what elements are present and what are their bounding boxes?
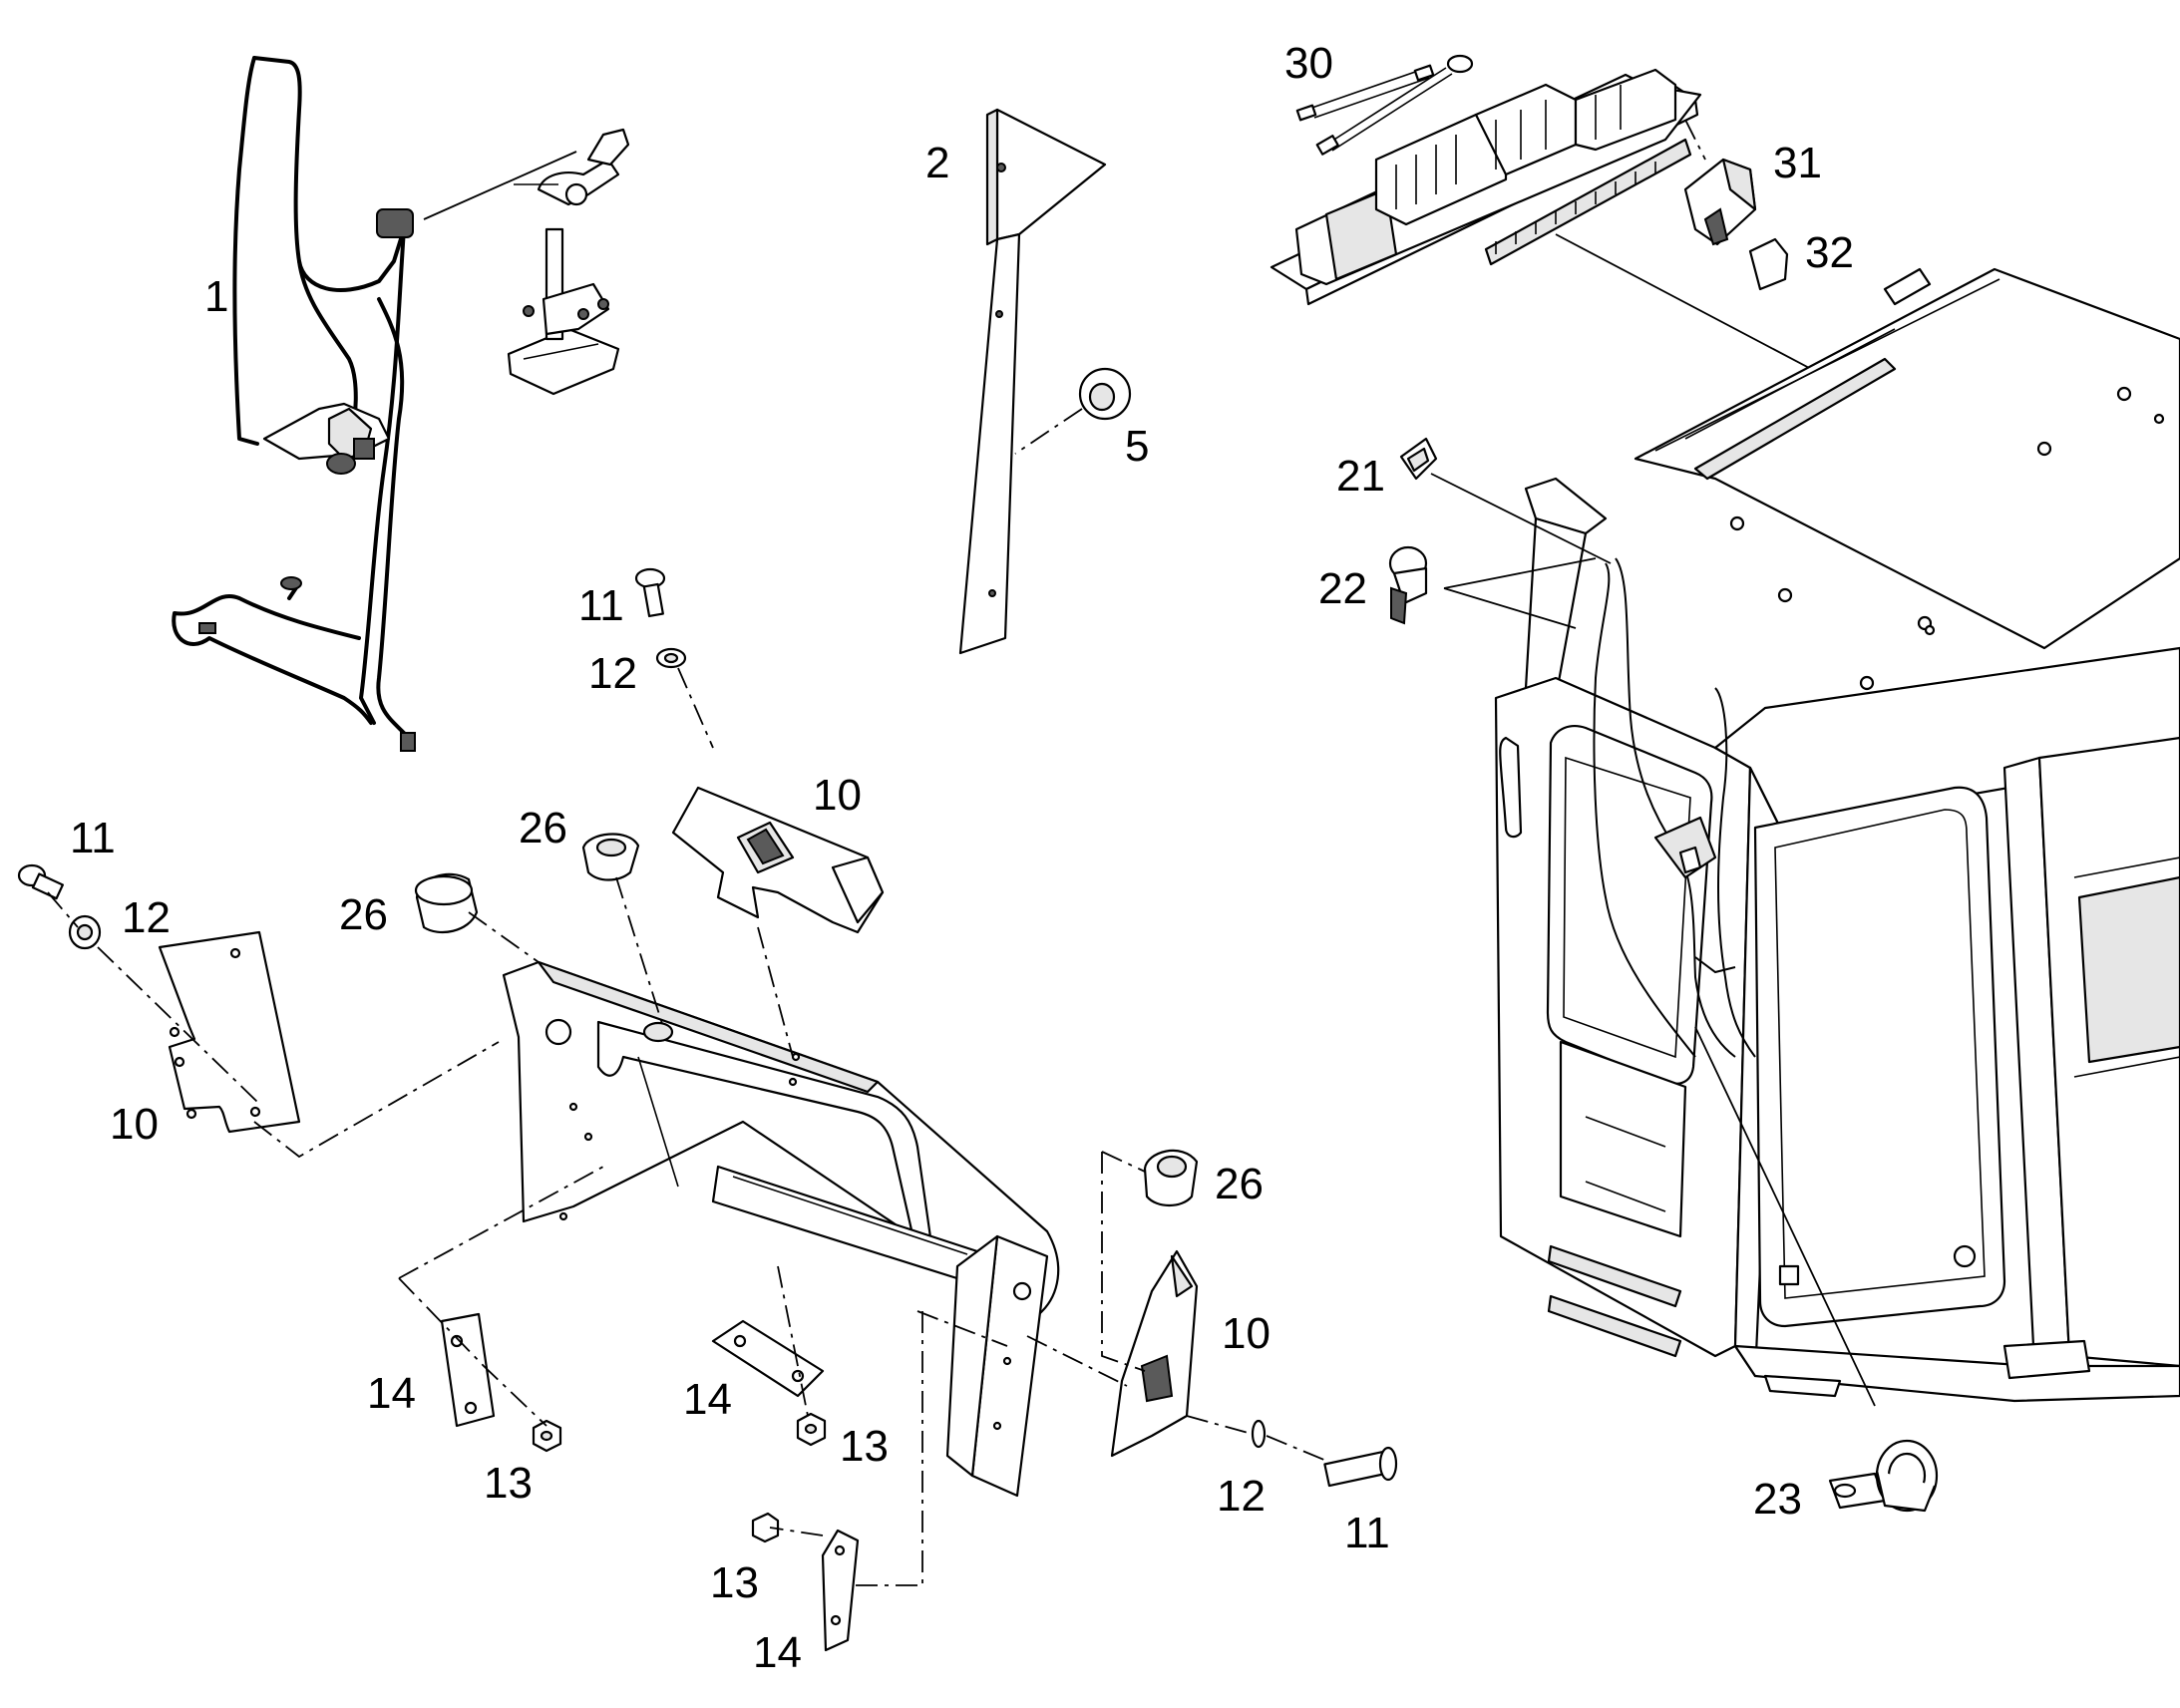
- callout-1: 1: [204, 272, 228, 321]
- callout-14-bottom: 14: [753, 1628, 802, 1677]
- callout-10-right: 10: [1222, 1309, 1271, 1358]
- part-12-washer-right: [1251, 1419, 1267, 1449]
- callout-10-left: 10: [110, 1100, 159, 1149]
- part-11-screw-right: [1323, 1446, 1398, 1488]
- callout-13-left: 13: [484, 1459, 533, 1508]
- part-10-plate-left: [158, 930, 301, 1134]
- callout-2: 2: [925, 139, 949, 187]
- part-14-plate-left: [440, 1312, 496, 1428]
- panel-assembly: [502, 960, 1060, 1498]
- callout-30: 30: [1284, 39, 1333, 88]
- callout-5: 5: [1125, 422, 1149, 471]
- callout-12-top: 12: [588, 649, 637, 698]
- part-21-switch: [1399, 437, 1438, 481]
- callout-14-left: 14: [367, 1369, 416, 1418]
- callout-21: 21: [1336, 452, 1385, 501]
- callout-10-top: 10: [813, 771, 862, 820]
- callout-11-right: 11: [1344, 1509, 1390, 1557]
- callout-22: 22: [1318, 564, 1367, 613]
- wiper-motor-assembly: [507, 128, 630, 396]
- operator-cab: [1494, 267, 2180, 1403]
- part-11-screw-left: [17, 863, 64, 900]
- callout-12-right: 12: [1217, 1472, 1266, 1521]
- part-14-plate-bottom: [821, 1529, 860, 1652]
- callout-12-left: 12: [122, 893, 171, 942]
- part-32-clip: [1748, 237, 1789, 291]
- part-31-relay: [1683, 158, 1757, 246]
- callout-23: 23: [1753, 1475, 1802, 1524]
- part-26-grommet-left: [414, 872, 479, 934]
- part-11-screw-top: [634, 567, 666, 618]
- callout-31: 31: [1773, 139, 1822, 187]
- part-10-bracket-top: [671, 786, 885, 934]
- callout-13-middle: 13: [840, 1422, 889, 1471]
- part-5-grommet: [1078, 367, 1132, 421]
- part-13-nut-left: [532, 1419, 562, 1453]
- part-26-grommet-right: [1143, 1149, 1199, 1207]
- callout-26-middle: 26: [519, 804, 567, 853]
- part-13-nut-middle: [796, 1412, 827, 1447]
- callout-26-right: 26: [1215, 1160, 1264, 1208]
- part-2-angle-bracket: [958, 108, 1107, 655]
- part-30-jumper-cable: [1295, 54, 1474, 156]
- fuse-relay-panel: [1270, 68, 1702, 306]
- assembly-lines: [47, 667, 1327, 1586]
- part-12-washer-top: [655, 647, 687, 669]
- callout-14-middle: 14: [683, 1375, 732, 1424]
- part-14-plate-middle: [711, 1319, 825, 1398]
- part-12-washer-left: [68, 914, 102, 950]
- part-22-connector: [1388, 545, 1428, 625]
- part-26-grommet-middle: [581, 833, 640, 881]
- callout-11-left: 11: [70, 814, 116, 862]
- callout-11-top: 11: [578, 581, 624, 630]
- part-23-p-clamp: [1828, 1439, 1939, 1513]
- callout-26-left: 26: [339, 890, 388, 939]
- callout-13-bottom: 13: [710, 1558, 759, 1607]
- part-13-nut-bottom: [751, 1512, 780, 1543]
- callout-32: 32: [1805, 228, 1854, 277]
- part-10-bracket-right: [1110, 1249, 1199, 1458]
- part-1-wiper-harness: [172, 56, 416, 752]
